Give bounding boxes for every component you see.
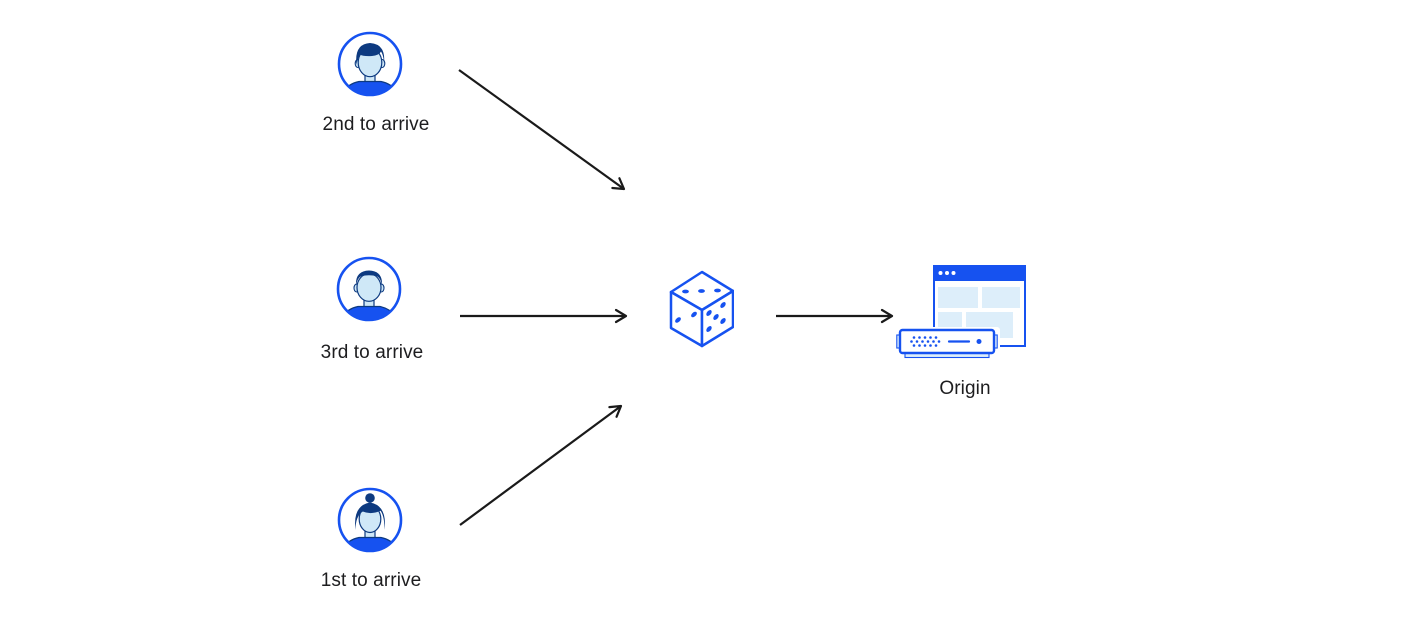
dice-cube	[669, 270, 734, 348]
visitor-label-2nd: 2nd to arrive	[322, 114, 430, 135]
arrow-visitor-2nd-to-dice	[458, 69, 626, 191]
avatar-ring	[336, 256, 402, 322]
visitor-label-3rd: 3rd to arrive	[320, 342, 424, 363]
origin-server-browser-icon	[896, 265, 1026, 359]
man-short-hair-avatar-icon	[336, 256, 402, 322]
arrow-visitor-1st-to-dice	[459, 404, 623, 526]
dice-icon	[669, 270, 734, 348]
man-swept-hair-avatar-icon	[337, 31, 403, 97]
origin-label: Origin	[939, 378, 991, 399]
avatar-ring	[337, 487, 403, 553]
server-vents	[910, 336, 941, 347]
visitor-label-1st: 1st to arrive	[320, 570, 422, 591]
server-led	[976, 339, 982, 344]
server-box	[896, 327, 1000, 359]
woman-bun-avatar-icon	[337, 487, 403, 553]
avatar-ring	[337, 31, 403, 97]
window-dots	[938, 271, 956, 275]
dice-pips	[675, 288, 726, 332]
